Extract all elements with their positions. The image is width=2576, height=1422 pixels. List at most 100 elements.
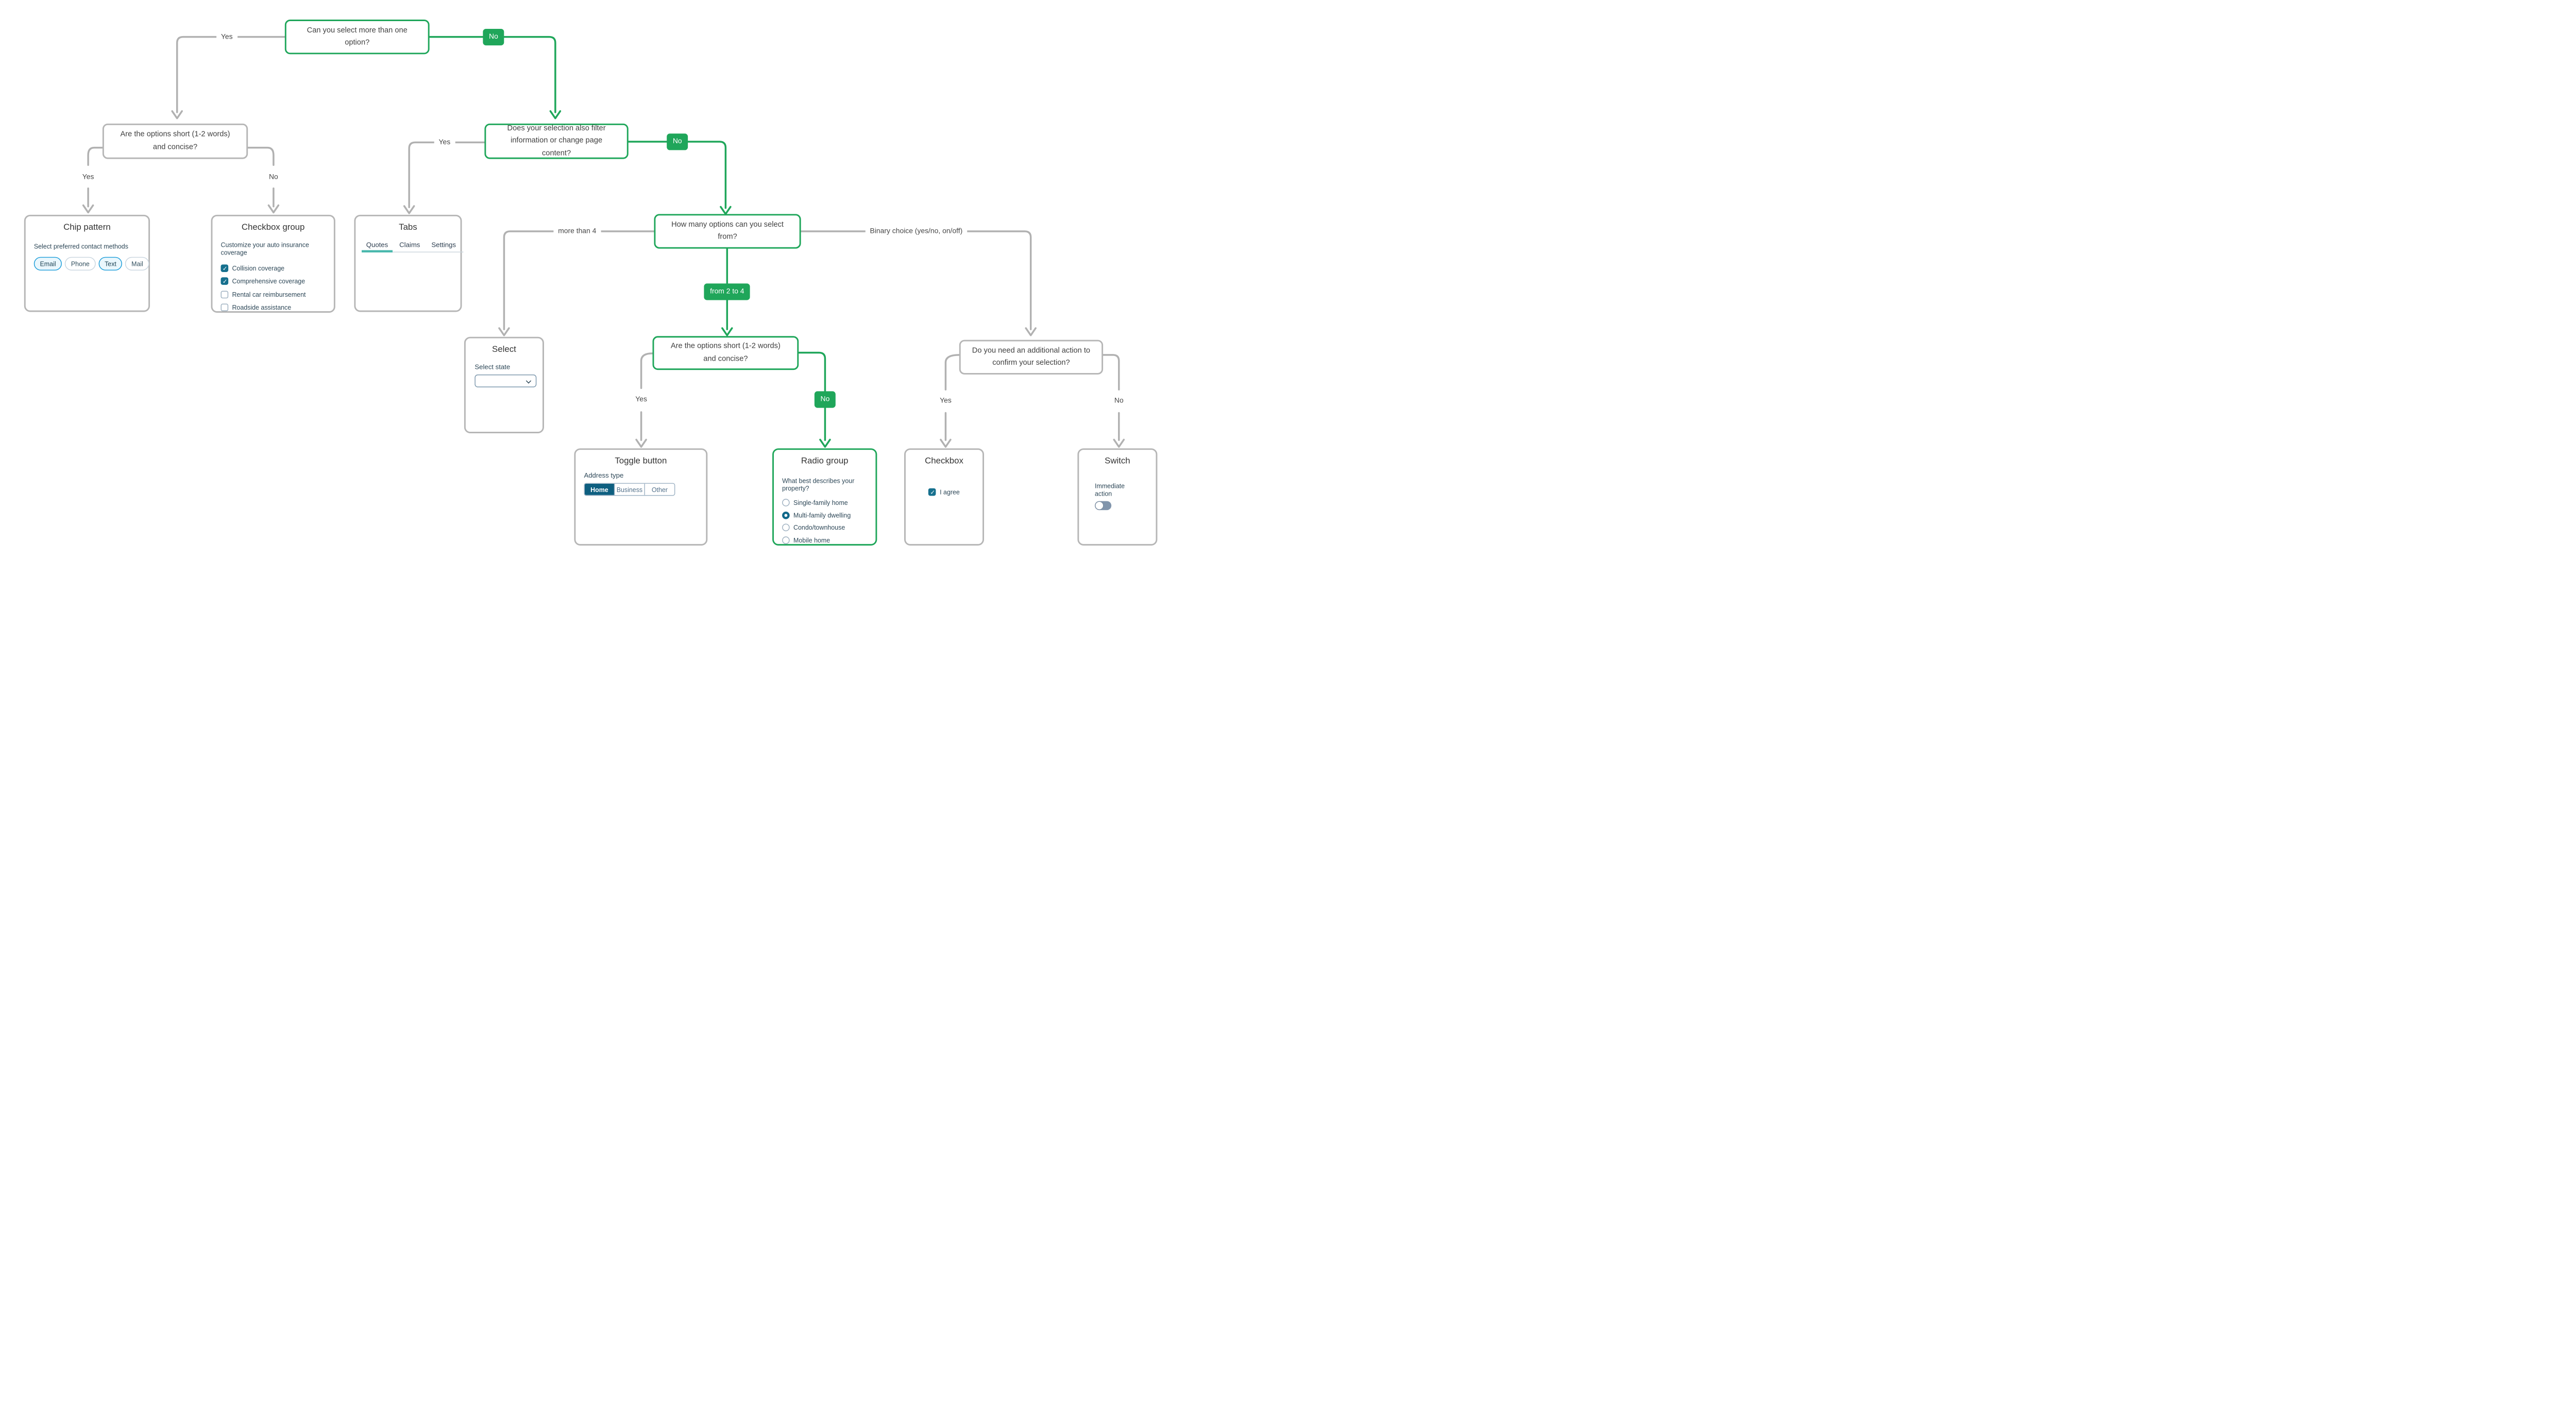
branch-badge-no: No xyxy=(483,28,504,45)
checkbox-label: Rental car reimbursement xyxy=(232,291,306,298)
radio-unselected-icon[interactable] xyxy=(782,523,790,532)
flowchart-stage: Can you select more than one option? Are… xyxy=(0,0,1184,569)
arrowhead-tabs xyxy=(403,205,415,214)
arrowhead-chip xyxy=(82,204,94,214)
chip-group-label: Select preferred contact methods xyxy=(33,242,128,250)
card-tabs: Tabs Quotes Claims Settings xyxy=(354,214,464,312)
edge-q2-yes-a xyxy=(87,146,104,166)
branch-label-yes: Yes xyxy=(78,172,99,182)
select-label: Select state xyxy=(474,363,511,371)
switch-label: Immediate action xyxy=(1095,482,1125,498)
radio-row-multi-family[interactable]: Multi-family dwelling xyxy=(782,509,867,521)
decision-options-short-left: Are the options short (1-2 words) and co… xyxy=(102,123,248,159)
switch-toggle-off[interactable] xyxy=(1095,501,1112,510)
checkbox-label: I agree xyxy=(940,488,960,496)
agree-checkbox-row[interactable]: I agree xyxy=(906,488,982,496)
decision-filter-content: Does your selection also filter informat… xyxy=(484,123,629,159)
edge-q4-binary xyxy=(800,230,1032,330)
radio-label: Condo/townhouse xyxy=(793,523,845,532)
arrowhead-radio xyxy=(819,438,831,448)
card-radio-group: Radio group What best describes your pro… xyxy=(772,448,877,546)
segment-business[interactable]: Business xyxy=(614,483,645,495)
card-title: Radio group xyxy=(801,456,849,466)
checkbox-checked-icon[interactable] xyxy=(221,264,229,272)
tab-quotes[interactable]: Quotes xyxy=(361,241,393,252)
branch-label-yes: Yes xyxy=(935,396,956,406)
toggle-group-label: Address type xyxy=(584,471,624,480)
checkbox-row-comprehensive[interactable]: Comprehensive coverage xyxy=(221,275,326,288)
radio-row-condo[interactable]: Condo/townhouse xyxy=(782,521,867,534)
chip-mail[interactable]: Mail xyxy=(125,257,149,271)
edge-q3-yes xyxy=(408,141,486,208)
arrowhead-checkbox xyxy=(940,438,952,448)
checkbox-unchecked-icon[interactable] xyxy=(221,291,229,298)
tab-bar: Quotes Claims Settings xyxy=(361,241,464,252)
card-chip-pattern: Chip pattern Select preferred contact me… xyxy=(24,214,150,312)
state-select-dropdown[interactable] xyxy=(474,374,537,387)
arrowhead-toggle xyxy=(635,438,647,448)
card-title: Switch xyxy=(1105,456,1130,466)
decision-how-many-options: How many options can you select from? xyxy=(654,214,801,249)
radio-label: Multi-family dwelling xyxy=(793,511,851,519)
edge-q2-no-a xyxy=(247,146,275,166)
edge-q1-yes xyxy=(176,36,286,113)
card-title: Checkbox xyxy=(925,456,963,466)
branch-badge-no: No xyxy=(814,391,836,408)
decision-text: How many options can you select from? xyxy=(671,220,784,241)
edge-q3-no xyxy=(627,141,727,209)
card-select: Select Select state xyxy=(464,336,544,433)
decision-text: Do you need an additional action to conf… xyxy=(972,346,1091,367)
card-checkbox: Checkbox I agree xyxy=(904,448,985,546)
checkbox-unchecked-icon[interactable] xyxy=(221,303,229,312)
chevron-down-icon xyxy=(526,378,532,384)
radio-label: Single-family home xyxy=(793,499,848,507)
card-title: Tabs xyxy=(399,223,417,232)
card-switch: Switch Immediate action xyxy=(1077,448,1158,546)
segment-other[interactable]: Other xyxy=(644,483,674,495)
branch-label-no: No xyxy=(1110,396,1128,406)
chip-email[interactable]: Email xyxy=(33,257,62,271)
edge-q1-no xyxy=(428,36,556,113)
radio-unselected-icon[interactable] xyxy=(782,499,790,507)
chip-phone[interactable]: Phone xyxy=(65,257,96,271)
radio-group: Single-family home Multi-family dwelling… xyxy=(782,497,867,547)
branch-label-more-than-4: more than 4 xyxy=(553,226,601,236)
tab-settings[interactable]: Settings xyxy=(431,241,456,249)
flowchart-canvas: Can you select more than one option? Are… xyxy=(0,0,1184,569)
radio-row-single-family[interactable]: Single-family home xyxy=(782,497,867,509)
arrowhead-q5 xyxy=(721,327,733,336)
checkbox-row-rental[interactable]: Rental car reimbursement xyxy=(221,288,326,301)
card-toggle-button: Toggle button Address type Home Business… xyxy=(574,448,708,546)
decision-text: Are the options short (1-2 words) and co… xyxy=(670,342,781,363)
radio-row-mobile-home[interactable]: Mobile home xyxy=(782,534,867,546)
checkbox-label: Roadside assistance xyxy=(232,303,292,312)
branch-label-yes: Yes xyxy=(631,394,652,404)
branch-label-binary-choice: Binary choice (yes/no, on/off) xyxy=(865,226,968,236)
card-title: Chip pattern xyxy=(63,223,111,232)
radio-unselected-icon[interactable] xyxy=(782,536,790,544)
checkbox-checked-icon[interactable] xyxy=(221,277,229,285)
checkbox-group-label: Customize your auto insurance coverage xyxy=(221,241,309,257)
arrowhead-q4 xyxy=(720,206,732,215)
checkbox-checked-icon[interactable] xyxy=(928,488,936,496)
edge-q6-no-a xyxy=(1102,354,1120,391)
segment-home[interactable]: Home xyxy=(584,483,614,495)
card-checkbox-group: Checkbox group Customize your auto insur… xyxy=(211,214,335,314)
card-title: Select xyxy=(492,345,516,354)
radio-selected-icon[interactable] xyxy=(782,511,790,519)
decision-confirm-action: Do you need an additional action to conf… xyxy=(959,340,1104,375)
radio-group-label: What best describes your property? xyxy=(782,477,855,493)
segmented-control: Home Business Other xyxy=(584,483,675,496)
card-title: Checkbox group xyxy=(241,223,305,232)
edge-q5-no xyxy=(798,351,826,441)
decision-text: Are the options short (1-2 words) and co… xyxy=(120,130,230,151)
checkbox-row-collision[interactable]: Collision coverage xyxy=(221,261,326,275)
decision-multi-select: Can you select more than one option? xyxy=(284,20,430,55)
switch-knob xyxy=(1095,501,1103,510)
arrowhead-q2 xyxy=(171,110,183,120)
tab-claims[interactable]: Claims xyxy=(399,241,420,249)
card-title: Toggle button xyxy=(615,456,667,466)
checkbox-row-roadside[interactable]: Roadside assistance xyxy=(221,301,326,314)
branch-label-yes: Yes xyxy=(434,137,455,147)
chip-text[interactable]: Text xyxy=(98,257,123,271)
